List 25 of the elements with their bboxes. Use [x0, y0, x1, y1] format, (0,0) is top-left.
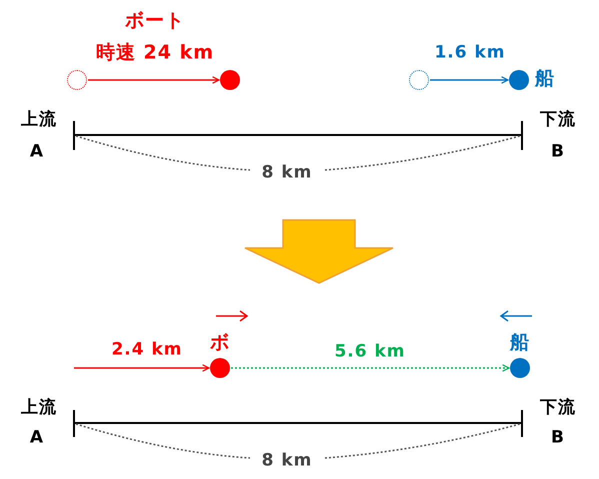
position-dot	[210, 358, 230, 378]
point-label: B	[551, 142, 565, 162]
downstream-label: 下流	[540, 110, 576, 130]
object-label: 船	[510, 332, 530, 354]
point-label: A	[30, 428, 44, 448]
point-label: B	[551, 428, 565, 448]
distance-label: 8 km	[262, 452, 312, 470]
position-dot	[510, 358, 530, 378]
downstream-label: 下流	[540, 398, 576, 418]
start-position-circle	[409, 70, 429, 90]
arrow	[231, 364, 510, 372]
object-label: 船	[535, 68, 555, 90]
arrow	[88, 76, 220, 84]
distance-label: 8 km	[262, 164, 312, 182]
position-dot	[220, 70, 240, 90]
upstream-label: 上流	[21, 398, 57, 418]
position-dot	[509, 70, 529, 90]
speed-label: 時速 24 km	[96, 42, 214, 64]
boat-label: ボート	[125, 10, 185, 32]
object-label: ボ	[210, 332, 230, 354]
upstream-label: 上流	[21, 110, 57, 130]
point-label: A	[30, 142, 44, 162]
arrow	[430, 76, 509, 84]
start-position-circle	[67, 70, 87, 90]
arrow	[74, 364, 210, 372]
